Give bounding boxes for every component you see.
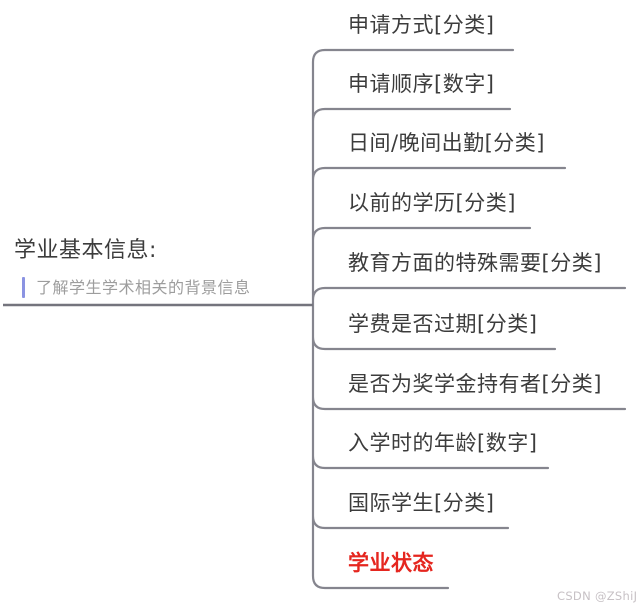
- root-topic-title: 学业基本信息:: [14, 238, 157, 263]
- watermark: CSDN @ZShiJ: [557, 589, 638, 603]
- root-topic-note: 了解学生学术相关的背景信息: [22, 277, 251, 298]
- branch-connector-path: [311, 48, 627, 590]
- branch-topic[interactable]: 申请方式[分类]: [348, 13, 495, 37]
- branch-topic[interactable]: 是否为奖学金持有者[分类]: [348, 372, 602, 396]
- branch-topic[interactable]: 教育方面的特殊需要[分类]: [348, 251, 602, 275]
- branch-topic[interactable]: 国际学生[分类]: [348, 491, 495, 515]
- note-marker-bar: [22, 277, 25, 298]
- branch-topic[interactable]: 入学时的年龄[数字]: [348, 431, 538, 455]
- branch-topic[interactable]: 日间/晚间出勤[分类]: [348, 131, 545, 155]
- branch-topic-highlighted[interactable]: 学业状态: [348, 551, 434, 575]
- root-topic-note-text: 了解学生学术相关的背景信息: [36, 277, 251, 297]
- branch-topic[interactable]: 以前的学历[分类]: [348, 191, 516, 215]
- root-topic[interactable]: 学业基本信息: 了解学生学术相关的背景信息: [14, 239, 251, 298]
- branch-topic[interactable]: 学费是否过期[分类]: [348, 312, 538, 336]
- branch-topic[interactable]: 申请顺序[数字]: [348, 72, 495, 96]
